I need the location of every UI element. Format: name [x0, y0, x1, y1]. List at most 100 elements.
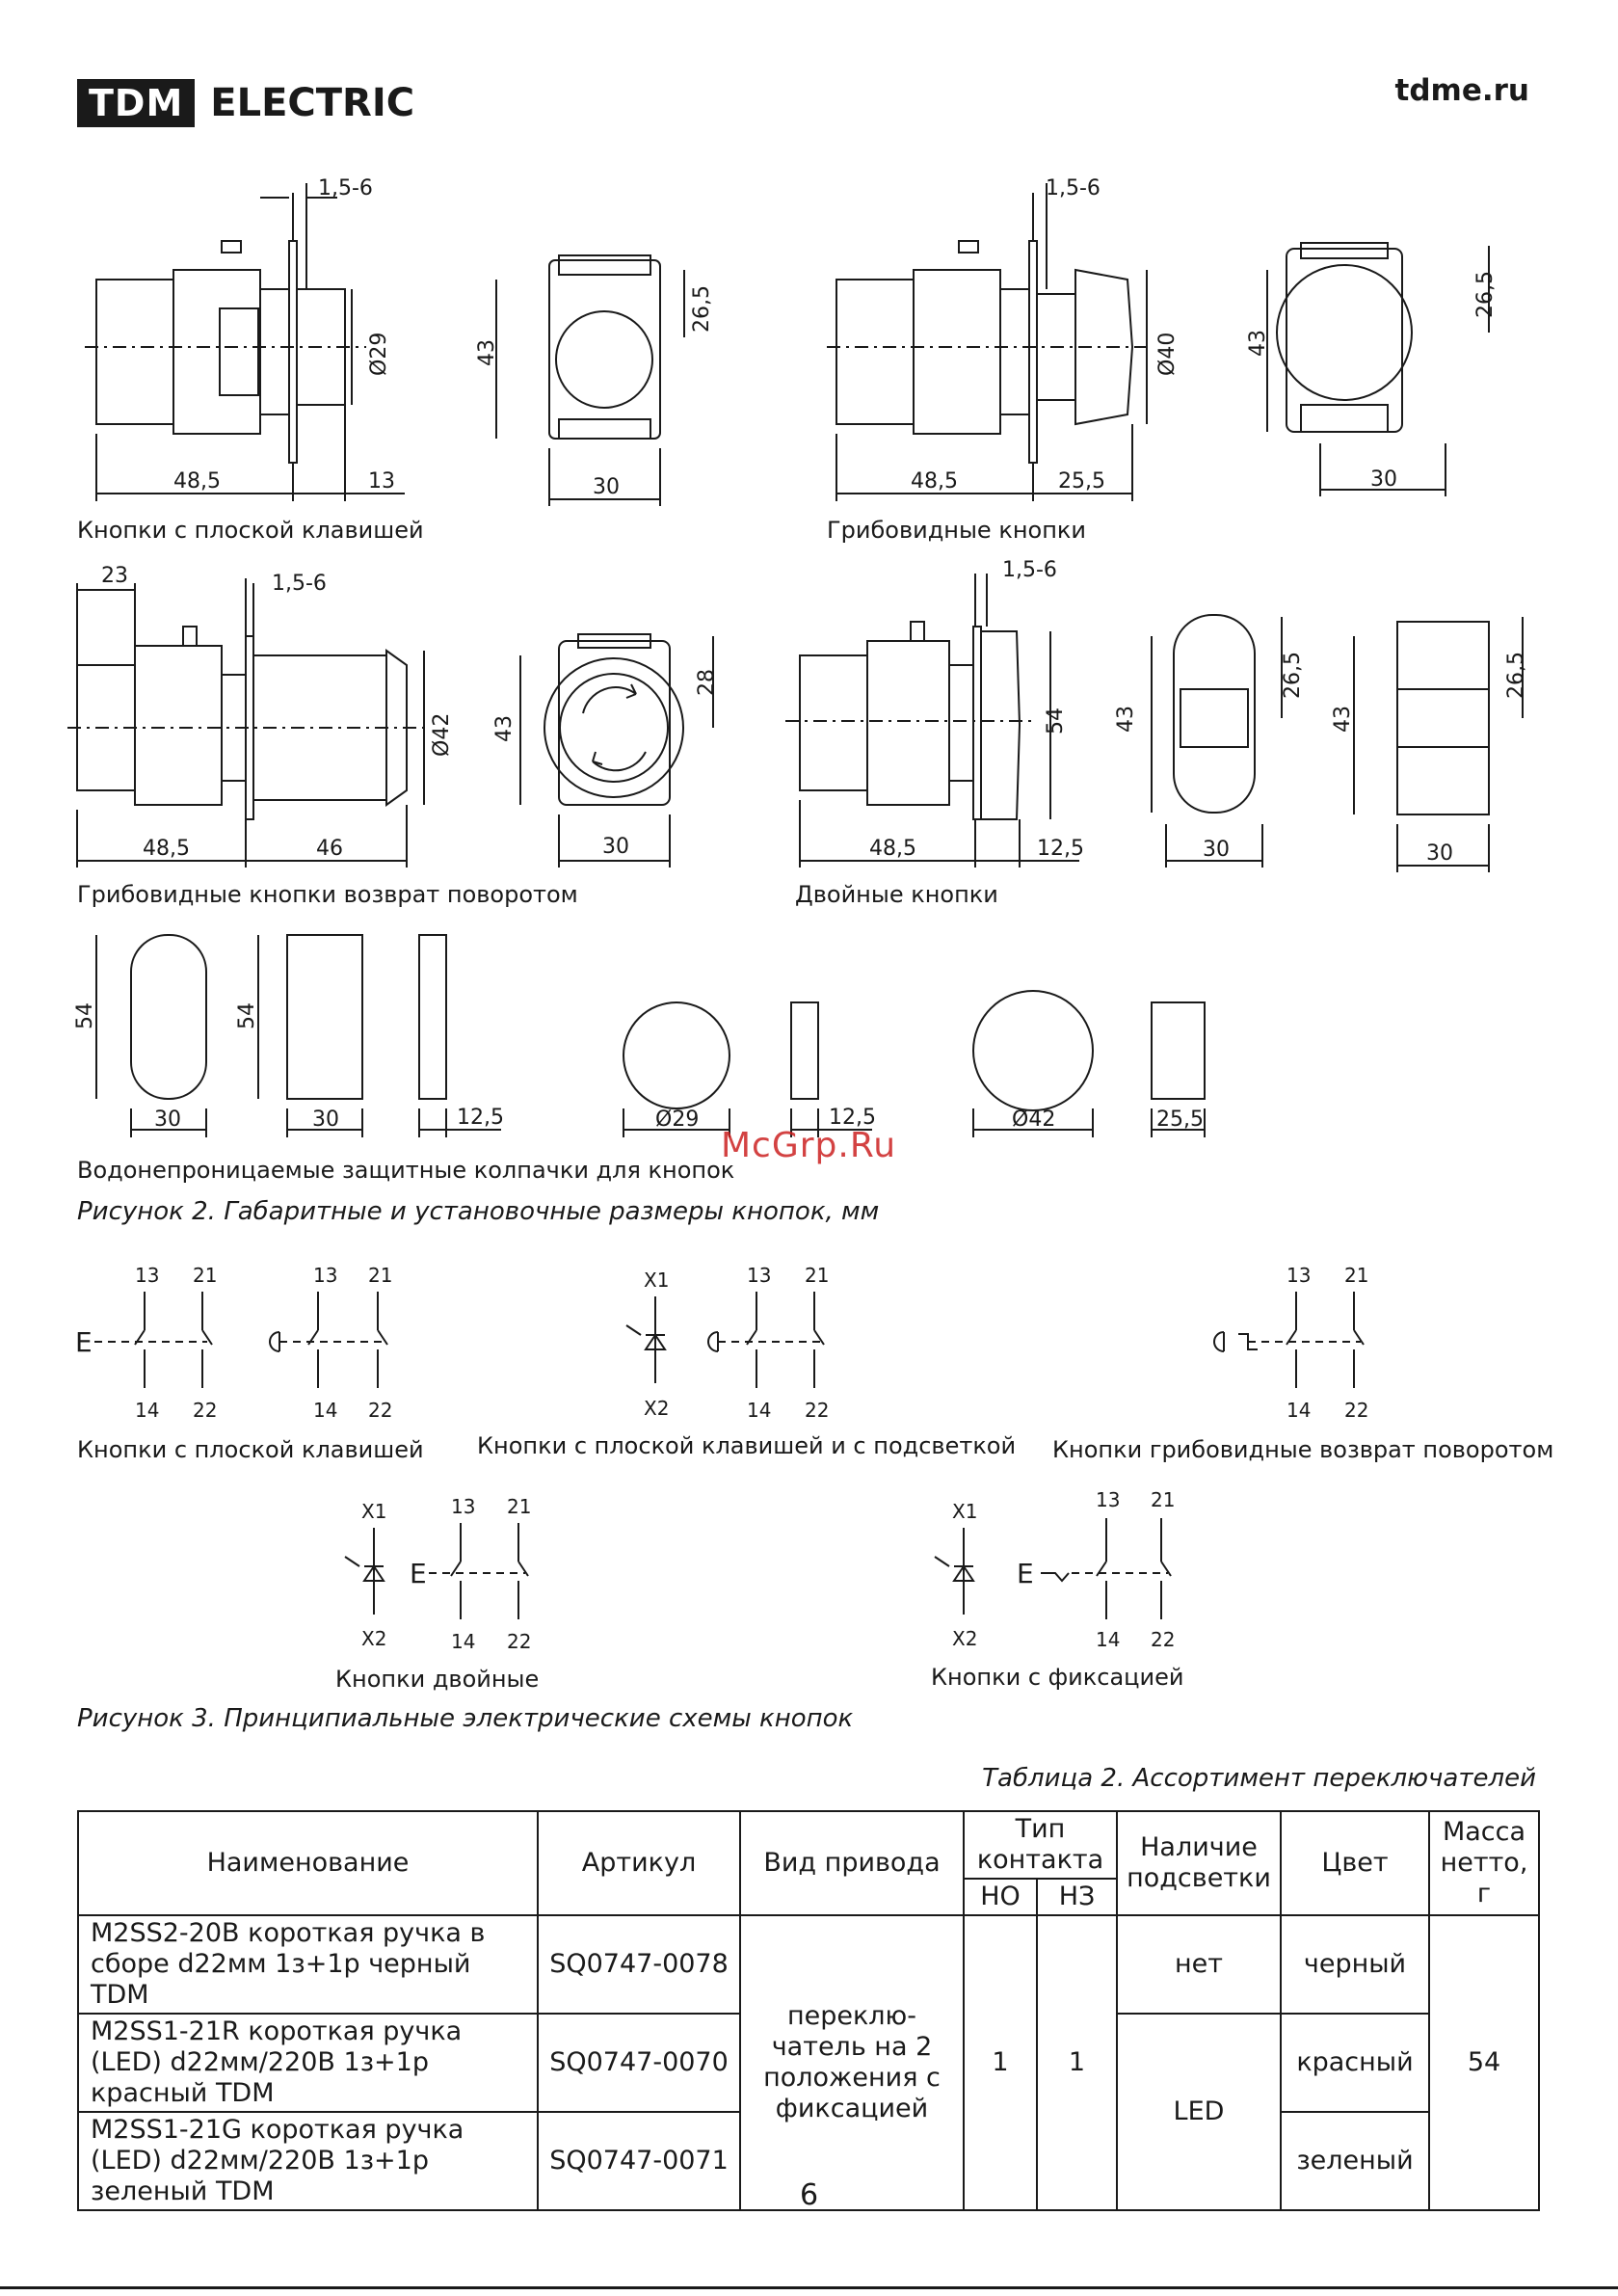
flat-depth-label: 48,5: [173, 469, 221, 494]
flat-diam-label: Ø29: [367, 333, 391, 376]
scheme-flat: [94, 1292, 388, 1388]
mushroom-front-label: 25,5: [1058, 469, 1105, 494]
s5-14: 14: [1096, 1628, 1120, 1651]
caption-scheme-latching: Кнопки с фиксацией: [931, 1664, 1184, 1691]
protective-caps: [95, 934, 1206, 1137]
caption-scheme-flat-light: Кнопки с плоской клавишей и с подсветкой: [477, 1432, 1017, 1459]
s4-22: 22: [507, 1630, 531, 1653]
s1-22b: 22: [368, 1399, 392, 1422]
s5-x1: X1: [952, 1500, 977, 1523]
mushroom-top-label: 26,5: [1473, 271, 1498, 318]
th-light: Наличие подсветки: [1116, 1810, 1282, 1916]
double-front-label: 12,5: [1037, 837, 1084, 861]
s2-x1: X1: [644, 1268, 669, 1292]
turn-gap-label: 1,5-6: [272, 572, 327, 596]
caption-scheme-flat: Кнопки с плоской клавишей: [77, 1436, 424, 1463]
s5-21: 21: [1151, 1488, 1175, 1511]
caption-double-buttons: Двойные кнопки: [795, 881, 998, 908]
watermark: McGrp.Ru: [721, 1126, 897, 1165]
turn-w-label: 30: [602, 835, 629, 859]
brand-logo: TDM ELECTRIC: [77, 77, 414, 129]
row-no: 1: [963, 1914, 1038, 2211]
cap6-c-label: Ø42: [1012, 1108, 1055, 1132]
turn-left-label: 23: [101, 564, 128, 588]
s2-21: 21: [805, 1264, 829, 1287]
s4-13: 13: [451, 1495, 475, 1518]
scheme-latching: [934, 1518, 1172, 1619]
logo-box: TDM: [77, 79, 196, 127]
cap2-w-label: 30: [312, 1108, 339, 1132]
row-nc: 1: [1036, 1914, 1118, 2211]
double-height-label: 54: [1044, 707, 1068, 734]
s4-e: E: [410, 1558, 427, 1589]
mushroom-depth-label: 48,5: [911, 469, 958, 494]
th-drive: Вид привода: [739, 1810, 965, 1916]
mushroom-h-label: 43: [1246, 330, 1270, 357]
double-w2-label: 30: [1426, 841, 1453, 866]
double-button-profile-view: [1353, 617, 1524, 872]
th-contact: Тип контакта: [963, 1810, 1118, 1880]
turn-depth-label: 48,5: [143, 837, 190, 861]
table-row: M2SS1-21R короткая ручка (LED) d22мм/220…: [77, 2013, 1539, 2211]
s1-13: 13: [135, 1264, 159, 1287]
flat-w-label: 30: [593, 475, 620, 499]
row-color: зеленый: [1280, 2111, 1430, 2211]
th-name: Наименование: [77, 1810, 539, 1916]
cap4-c-label: Ø29: [655, 1108, 699, 1132]
mushroom-button-side-view: [827, 183, 1148, 501]
flat-h-label: 43: [475, 339, 499, 366]
turn-top-label: 28: [695, 669, 719, 696]
s4-21: 21: [507, 1495, 531, 1518]
cap1-w-label: 30: [154, 1108, 181, 1132]
s2-14: 14: [747, 1399, 771, 1422]
row-light: нет: [1116, 1914, 1282, 2015]
caption-scheme-turn: Кнопки грибовидные возврат поворотом: [1052, 1436, 1554, 1463]
caption-flat-buttons: Кнопки с плоской клавишей: [77, 517, 424, 544]
scheme-double: [344, 1523, 529, 1619]
s2-x2: X2: [644, 1397, 669, 1420]
double-button-side-view: [785, 574, 1079, 868]
switches-table: Наименование Артикул Вид привода Тип кон…: [77, 1810, 1540, 2211]
dimension-drawings: 1,5-6 Ø29 48,5 13 43 26,5 30 1,5-6 Ø40 4…: [67, 176, 1528, 1137]
mushroom-diam-label: Ø40: [1155, 333, 1180, 376]
cap1-h-label: 54: [73, 1002, 97, 1029]
s1-21b: 21: [368, 1264, 392, 1287]
s2-13: 13: [747, 1264, 771, 1287]
mushroom-gap-label: 1,5-6: [1046, 176, 1101, 200]
row-article: SQ0747-0078: [537, 1914, 741, 2015]
site-url[interactable]: tdme.ru: [1394, 73, 1529, 108]
s1-14b: 14: [313, 1399, 337, 1422]
row-name: M2SS1-21G короткая ручка (LED) d22мм/220…: [77, 2111, 539, 2211]
s4-14: 14: [451, 1630, 475, 1653]
flat-front-label: 13: [368, 469, 395, 494]
double-w1-label: 30: [1203, 838, 1230, 862]
s1-e: E: [75, 1326, 93, 1358]
electrical-schemes: E 13 21 14 22 13 21 14 22 X1 X2 13 21 14…: [75, 1264, 1368, 1653]
double-depth-label: 48,5: [869, 837, 916, 861]
s4-x2: X2: [361, 1627, 386, 1650]
s3-21: 21: [1344, 1264, 1368, 1287]
row-color: черный: [1280, 1914, 1430, 2015]
caption-scheme-double: Кнопки двойные: [335, 1666, 540, 1693]
s1-13b: 13: [313, 1264, 337, 1287]
th-no: НО: [963, 1878, 1038, 1916]
cap7-d-label: 25,5: [1156, 1108, 1204, 1132]
row-light-led: LED: [1116, 2013, 1282, 2211]
s5-e: E: [1017, 1558, 1034, 1589]
double-gap-label: 1,5-6: [1002, 558, 1057, 582]
bottom-rule: [0, 2286, 1618, 2289]
cap5-d-label: 12,5: [829, 1106, 876, 1130]
double-top1-label: 26,5: [1281, 652, 1305, 699]
flat-top-label: 26,5: [690, 285, 714, 333]
row-drive: переклю-чатель на 2 положения с фиксацие…: [739, 1914, 965, 2211]
s5-13: 13: [1096, 1488, 1120, 1511]
caption-turn-buttons: Грибовидные кнопки возврат поворотом: [77, 881, 578, 908]
double-h2-label: 43: [1331, 706, 1355, 733]
th-nc: НЗ: [1036, 1878, 1118, 1916]
double-h1-label: 43: [1114, 706, 1138, 733]
row-article: SQ0747-0070: [537, 2013, 741, 2113]
table-caption: Таблица 2. Ассортимент переключателей: [982, 1764, 1536, 1793]
s3-14: 14: [1286, 1399, 1311, 1422]
caption-mushroom-buttons: Грибовидные кнопки: [827, 517, 1086, 544]
cap2-h-label: 54: [235, 1002, 259, 1029]
